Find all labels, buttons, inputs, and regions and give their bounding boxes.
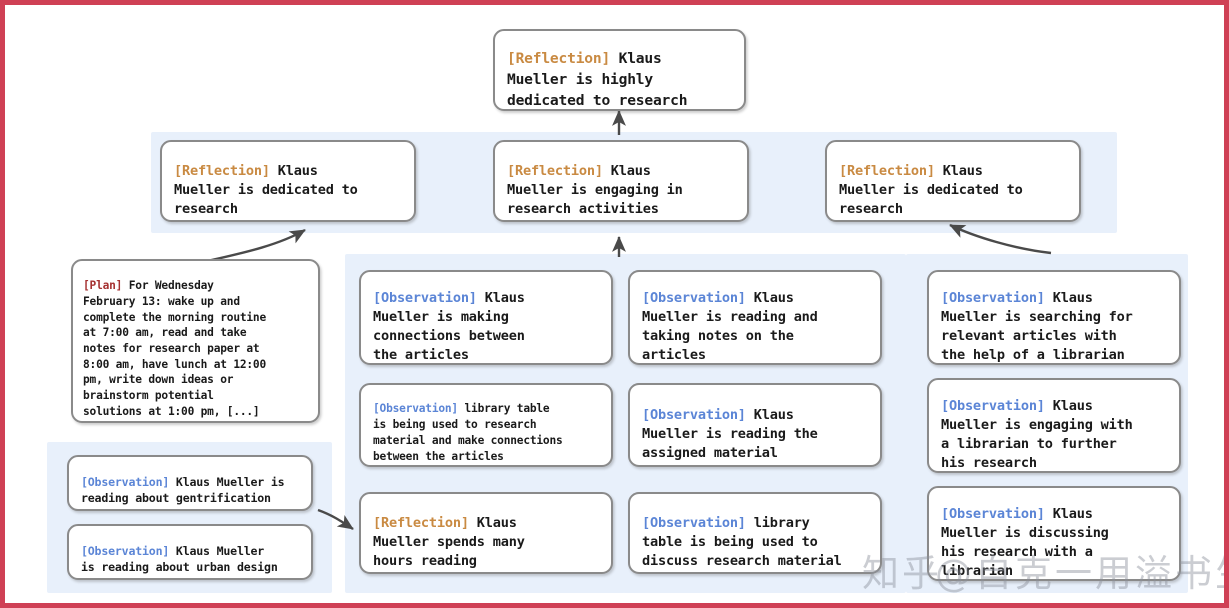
node-col2-item-3[interactable]: [Observation] library table is being use…	[628, 492, 882, 574]
node-bottomleft-observation-1[interactable]: [Observation] Klaus Mueller is reading a…	[67, 455, 313, 511]
tag-observation: [Observation]	[373, 402, 458, 416]
tag-observation: [Observation]	[81, 544, 170, 558]
node-top-reflection-body: Klaus Mueller is highly dedicated to res…	[507, 50, 688, 109]
tag-observation: [Observation]	[642, 514, 746, 531]
node-col2-item-2-text: [Observation] Klaus Mueller is reading t…	[630, 386, 830, 463]
node-reflection-3[interactable]: [Reflection] Klaus Mueller is dedicated …	[825, 140, 1081, 222]
tag-observation: [Observation]	[81, 475, 170, 489]
node-top-reflection[interactable]: [Reflection] Klaus Mueller is highly ded…	[493, 29, 746, 111]
node-col3-item-3-text: [Observation] Klaus Mueller is discussin…	[929, 485, 1121, 581]
tag-observation: [Observation]	[642, 289, 746, 306]
node-col2-item-1-body: Klaus Mueller is reading and taking note…	[642, 289, 818, 364]
node-col3-item-3-body: Klaus Mueller is discussing his research…	[941, 505, 1109, 580]
node-bottomleft-observation-2-body: Klaus Mueller is reading about urban des…	[81, 544, 278, 574]
node-col3-item-1[interactable]: [Observation] Klaus Mueller is searching…	[927, 270, 1181, 365]
tag-reflection: [Reflection]	[373, 514, 469, 531]
tag-reflection: [Reflection]	[174, 162, 270, 179]
tag-reflection: [Reflection]	[839, 162, 935, 179]
node-col2-item-2-body: Klaus Mueller is reading the assigned ma…	[642, 406, 818, 462]
node-reflection-2[interactable]: [Reflection] Klaus Mueller is engaging i…	[493, 140, 749, 222]
node-reflection-1-body: Klaus Mueller is dedicated to research	[174, 162, 358, 218]
node-col1-item-3[interactable]: [Reflection] Klaus Mueller spends many h…	[359, 492, 613, 574]
node-reflection-3-text: [Reflection] Klaus Mueller is dedicated …	[827, 142, 1035, 219]
node-col3-item-2-text: [Observation] Klaus Mueller is engaging …	[929, 377, 1145, 473]
node-bottomleft-observation-2-text: [Observation] Klaus Mueller is reading a…	[69, 528, 290, 576]
node-bottomleft-observation-1-text: [Observation] Klaus Mueller is reading a…	[69, 459, 296, 507]
node-col3-item-2[interactable]: [Observation] Klaus Mueller is engaging …	[927, 378, 1181, 473]
node-plan-body: For Wednesday February 13: wake up and c…	[83, 279, 266, 418]
node-col1-item-3-text: [Reflection] Klaus Mueller spends many h…	[361, 494, 537, 571]
node-bottomleft-observation-1-body: Klaus Mueller is reading about gentrific…	[81, 475, 285, 505]
tag-observation: [Observation]	[941, 289, 1045, 306]
node-plan[interactable]: [Plan] For Wednesday February 13: wake u…	[71, 259, 320, 423]
node-col2-item-2[interactable]: [Observation] Klaus Mueller is reading t…	[628, 383, 882, 467]
node-col1-item-1[interactable]: [Observation] Klaus Mueller is making co…	[359, 270, 613, 365]
node-col2-item-1-text: [Observation] Klaus Mueller is reading a…	[630, 269, 830, 365]
node-col1-item-2-text: [Observation] library table is being use…	[361, 386, 575, 464]
tag-observation: [Observation]	[642, 406, 746, 423]
node-reflection-2-body: Klaus Mueller is engaging in research ac…	[507, 162, 683, 218]
tag-reflection: [Reflection]	[507, 162, 603, 179]
node-plan-text: [Plan] For Wednesday February 13: wake u…	[73, 263, 276, 420]
node-col3-item-2-body: Klaus Mueller is engaging with a librari…	[941, 397, 1133, 472]
node-col2-item-3-text: [Observation] library table is being use…	[630, 494, 854, 571]
node-reflection-2-text: [Reflection] Klaus Mueller is engaging i…	[495, 142, 695, 219]
node-col1-item-1-body: Klaus Mueller is making connections betw…	[373, 289, 525, 364]
node-col3-item-1-text: [Observation] Klaus Mueller is searching…	[929, 269, 1145, 365]
tag-plan: [Plan]	[83, 279, 123, 293]
tag-reflection: [Reflection]	[507, 50, 611, 68]
node-col1-item-2[interactable]: [Observation] library table is being use…	[359, 383, 613, 467]
tag-observation: [Observation]	[373, 289, 477, 306]
node-col1-item-1-text: [Observation] Klaus Mueller is making co…	[361, 269, 537, 365]
node-col3-item-1-body: Klaus Mueller is searching for relevant …	[941, 289, 1133, 364]
node-col1-item-3-body: Klaus Mueller spends many hours reading	[373, 514, 525, 570]
node-bottomleft-observation-2[interactable]: [Observation] Klaus Mueller is reading a…	[67, 524, 313, 580]
node-reflection-3-body: Klaus Mueller is dedicated to research	[839, 162, 1023, 218]
node-reflection-1[interactable]: [Reflection] Klaus Mueller is dedicated …	[160, 140, 416, 222]
node-reflection-1-text: [Reflection] Klaus Mueller is dedicated …	[162, 142, 370, 219]
node-col1-item-2-body: library table is being used to research …	[373, 402, 563, 463]
node-col3-item-3[interactable]: [Observation] Klaus Mueller is discussin…	[927, 486, 1181, 581]
node-col2-item-3-body: library table is being used to discuss r…	[642, 514, 842, 570]
node-col2-item-1[interactable]: [Observation] Klaus Mueller is reading a…	[628, 270, 882, 365]
tag-observation: [Observation]	[941, 397, 1045, 414]
tag-observation: [Observation]	[941, 505, 1045, 522]
node-top-reflection-text: [Reflection] Klaus Mueller is highly ded…	[495, 29, 699, 112]
